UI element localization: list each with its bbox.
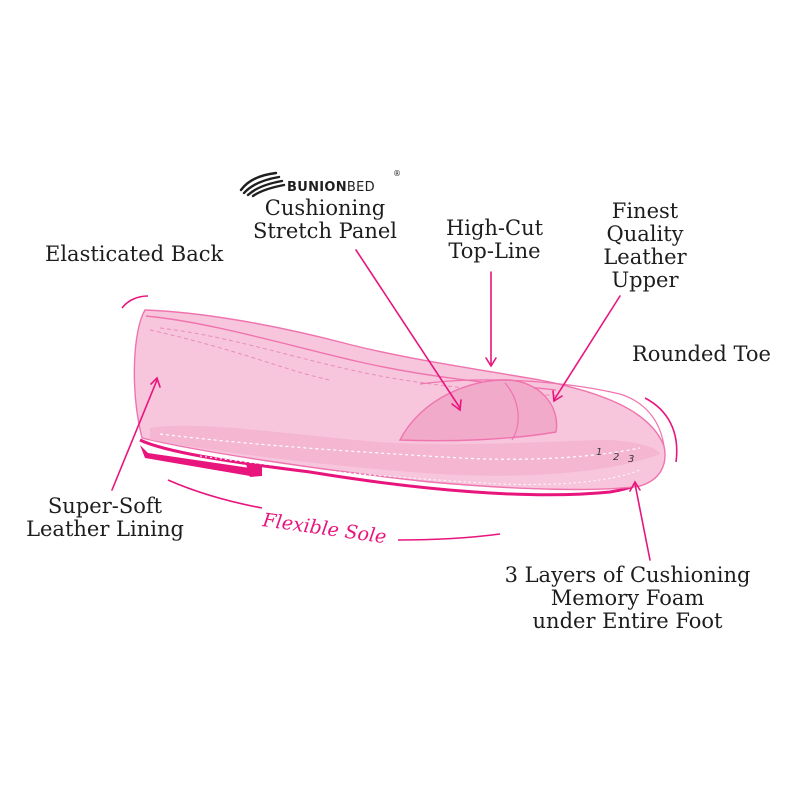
layer-number-1: 1 [596,447,602,458]
collar-stitching [149,329,331,381]
layer-number-2: 2 [613,452,619,463]
label-memory-foam: 3 Layers of Cushioning Memory Foam under… [504,563,751,633]
label-elasticated-back: Elasticated Back [45,242,224,266]
shoe-heel [140,445,250,476]
arrow-foam [634,483,651,561]
label-cushioning-stretch-panel: Cushioning Stretch Panel [252,196,398,243]
arrow-stretch-panel-head [451,399,462,412]
layer-number-3: 3 [628,454,634,465]
arrow-lining [111,379,158,491]
label-rounded-toe: Rounded Toe [632,342,771,366]
brand-name-bold: BUNION [287,180,347,195]
arrow-stretch-panel [355,249,461,409]
shoe-insole [150,425,660,476]
heel-front [246,464,262,477]
flexible-sole-arc-left [167,479,263,509]
flexible-sole-label: Flexible Sole [260,509,387,548]
rounded-toe-bracket [644,397,678,463]
brand-name-light: BED [347,180,375,195]
toe-top-line [419,379,665,447]
elasticated-back-bracket [121,295,149,309]
label-high-cut-top-line: High-Cut Top-Line [445,216,544,263]
label-super-soft-leather-lining: Super-Soft Leather Lining [26,494,184,541]
wave-logo-icon [239,171,286,198]
label-finest-quality-leather-upper: Finest Quality Leather Upper [603,199,687,292]
flexible-sole-arc-right [397,533,501,541]
arrow-high-cut-head [485,357,497,368]
arrow-leather-upper-head [552,390,563,403]
arrow-leather-upper [553,295,621,401]
stretch-panel-inner [504,382,519,441]
bunion-bed-logo: BUNIONBED ® [239,169,401,198]
arrow-lining-head [150,376,161,388]
arrow-foam-head [629,480,641,492]
svg-text:BUNIONBED: BUNIONBED [287,180,375,195]
registered-mark: ® [393,169,401,178]
insole-stitching [159,433,641,460]
